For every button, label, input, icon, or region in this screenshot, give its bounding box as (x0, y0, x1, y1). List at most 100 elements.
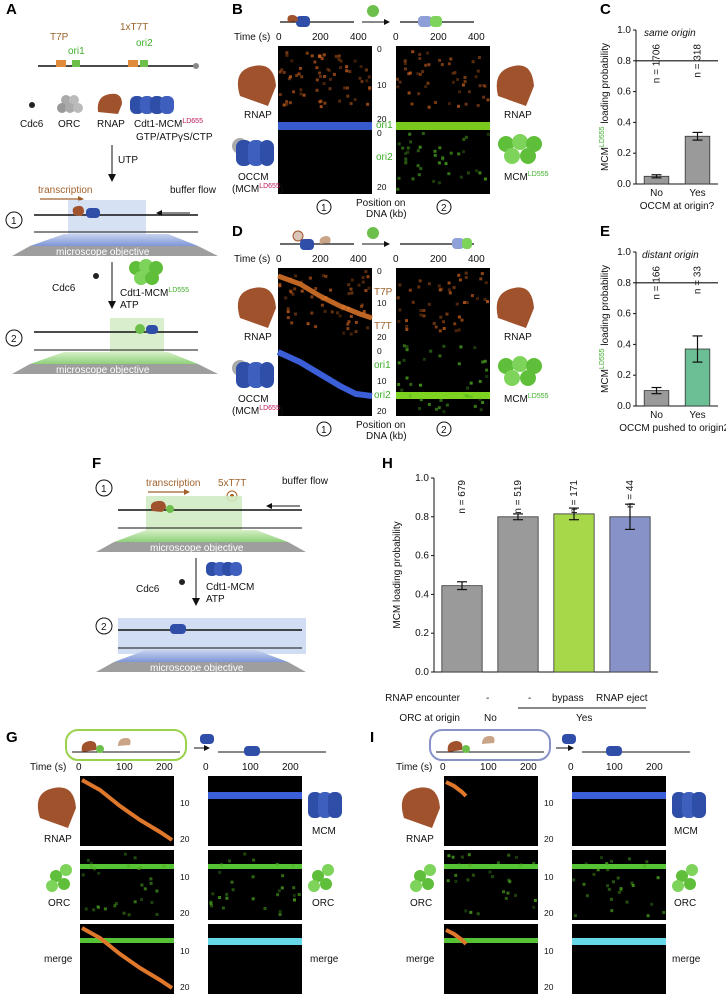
noise-speck (397, 176, 401, 180)
noise-speck (324, 274, 328, 278)
svg-text:Cdt1-MCM: Cdt1-MCM (206, 582, 254, 593)
noise-speck (457, 315, 461, 319)
noise-speck (282, 71, 286, 74)
y-tick-label: 0.6 (415, 551, 429, 562)
noise-speck (368, 86, 372, 90)
noise-speck (225, 892, 229, 896)
svg-text:MCM: MCM (312, 826, 336, 837)
kymo-b-right (396, 46, 490, 194)
noise-speck (451, 71, 455, 75)
noise-speck (350, 291, 354, 295)
noise-speck (485, 368, 489, 372)
noise-speck (444, 162, 448, 166)
noise-speck (424, 63, 428, 67)
svg-text:microscope objective: microscope objective (150, 663, 244, 674)
noise-speck (462, 137, 466, 141)
noise-speck (470, 294, 474, 298)
svg-text:MCMLD555: MCMLD555 (504, 171, 549, 183)
noise-speck (468, 863, 472, 867)
noise-speck (322, 82, 326, 85)
noise-speck (471, 60, 475, 64)
svg-text:I: I (370, 729, 374, 746)
noise-speck (97, 905, 100, 909)
noise-speck (339, 66, 343, 69)
noise-speck (225, 896, 229, 900)
noise-speck (422, 314, 426, 318)
noise-speck (308, 276, 312, 280)
noise-speck (408, 132, 412, 136)
noise-speck (416, 72, 420, 76)
noise-speck (479, 408, 483, 412)
noise-speck (502, 890, 506, 894)
noise-speck (625, 900, 629, 904)
noise-speck (606, 868, 610, 872)
noise-speck (343, 86, 347, 90)
noise-speck (285, 102, 289, 106)
noise-speck (278, 284, 282, 288)
objective-a2 (12, 364, 218, 374)
svg-text:10: 10 (180, 946, 190, 956)
svg-text:ATP: ATP (206, 594, 225, 605)
dna-bead (193, 63, 199, 69)
noise-speck (323, 101, 327, 105)
noise-speck (418, 407, 422, 411)
noise-speck (440, 63, 444, 67)
noise-speck (467, 90, 471, 94)
noise-speck (426, 51, 430, 55)
noise-speck (397, 361, 401, 365)
noise-speck (338, 99, 342, 103)
nucleotides-label: GTP/ATPγS/CTP (136, 132, 213, 143)
noise-speck (459, 175, 463, 179)
svg-text:100: 100 (242, 762, 259, 773)
noise-speck (137, 866, 141, 870)
noise-speck (347, 292, 351, 296)
occm-icon-b (232, 138, 274, 166)
noise-speck (361, 276, 365, 280)
kymo-b-left (278, 46, 372, 194)
noise-speck (287, 77, 291, 81)
svg-text:ORC at origin: ORC at origin (399, 713, 460, 724)
noise-speck (486, 98, 490, 102)
svg-text:RNAP: RNAP (244, 110, 272, 121)
noise-speck (362, 310, 366, 314)
noise-speck (297, 893, 301, 896)
noise-speck (286, 310, 290, 314)
y-axis-label: MCMLD555 loading probability (599, 265, 611, 393)
noise-speck (405, 345, 409, 349)
svg-text:10: 10 (544, 872, 554, 882)
noise-speck (438, 58, 442, 62)
svg-text:RNAP: RNAP (504, 332, 532, 343)
noise-speck (323, 309, 327, 313)
rnap-label: RNAP (97, 119, 125, 130)
noise-speck (514, 893, 517, 897)
noise-speck (507, 878, 511, 882)
noise-speck (140, 883, 144, 887)
noise-speck (396, 187, 400, 191)
noise-speck (358, 76, 362, 80)
noise-speck (407, 91, 411, 95)
noise-speck (419, 309, 423, 312)
panel-i: I Time (s) 0 100 200 0 100 200 (370, 729, 706, 994)
noise-speck (346, 322, 350, 326)
noise-speck (408, 71, 412, 75)
svg-text:(MCMLD655): (MCMLD655) (232, 183, 283, 195)
noise-speck (432, 179, 436, 183)
noise-speck (447, 172, 451, 176)
noise-speck (359, 65, 363, 69)
svg-text:0: 0 (276, 254, 282, 265)
noise-speck (418, 57, 422, 60)
svg-text:ori2: ori2 (376, 152, 393, 163)
noise-speck (346, 327, 350, 331)
noise-speck (329, 288, 333, 292)
panel-b-ticks: 0 200 400 0 200 400 (276, 32, 485, 43)
svg-text:200: 200 (646, 762, 663, 773)
noise-speck (433, 153, 437, 157)
noise-speck (338, 314, 342, 318)
n-label: n = 171 (569, 480, 580, 514)
panel-b: B Time (s) 0 200 400 0 200 400 0 10 20 (232, 1, 549, 220)
utp-label: UTP (118, 155, 138, 166)
noise-speck (532, 905, 536, 909)
noise-speck (616, 876, 620, 880)
svg-text:RNAP encounter: RNAP encounter (385, 693, 461, 704)
